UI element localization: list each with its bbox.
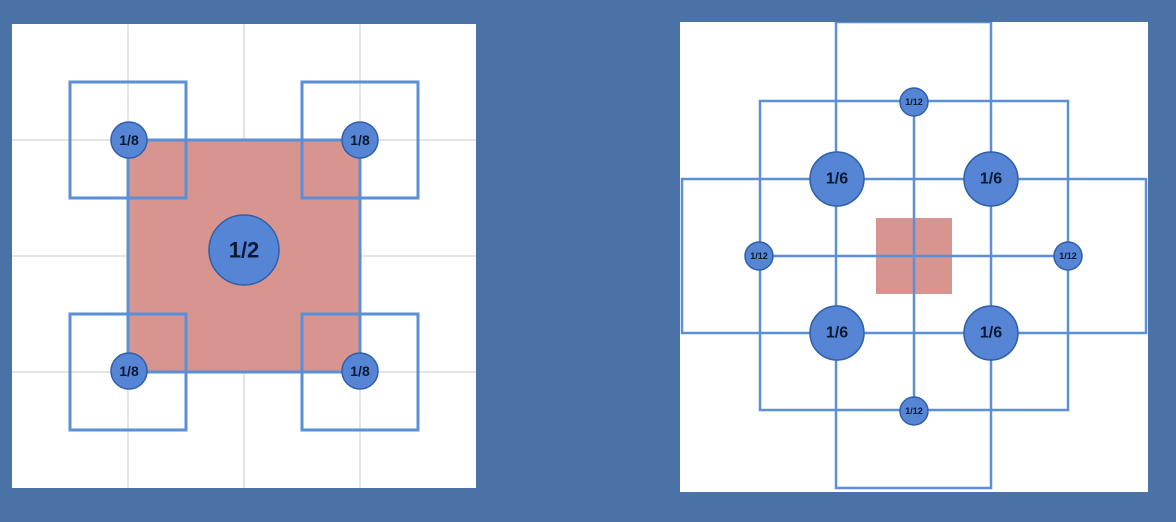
diagonal-weight-circle (963, 305, 1019, 361)
diagonal-weight-label: 1/6 (826, 325, 848, 342)
corner-square-top-left (68, 80, 188, 200)
corner-weight-label: 1/8 (119, 132, 139, 148)
corner-weight-label: 1/8 (350, 363, 370, 379)
corner-square-bottom-right (300, 312, 420, 432)
diagonal-weight-circle (809, 305, 865, 361)
right-diagram-canvas: 1/6 1/6 1/6 1/6 1/12 1/12 1/12 1/12 (680, 20, 1148, 492)
center-weight-label: 1/2 (229, 238, 260, 263)
edge-weight-label: 1/12 (905, 406, 923, 416)
left-sample-squares (68, 80, 420, 432)
diagonal-weight-circle (809, 151, 865, 207)
edge-weight-label: 1/12 (1059, 251, 1077, 261)
edge-weight-circle (744, 241, 774, 271)
diagonal-weight-label: 1/6 (826, 171, 848, 188)
corner-weight-circle (110, 121, 148, 159)
edge-weight-circle (899, 87, 929, 117)
left-diagram: 1/2 1/8 1/8 1/8 1/8 (12, 24, 476, 493)
edge-weight-label: 1/12 (750, 251, 768, 261)
edge-weight-label: 1/12 (905, 97, 923, 107)
center-square (126, 138, 362, 374)
corner-weight-label: 1/8 (350, 132, 370, 148)
corner-weight-circle (341, 121, 379, 159)
corner-weight-circle (110, 352, 148, 390)
edge-weight-circle (899, 396, 929, 426)
right-diagram: 1/6 1/6 1/6 1/6 1/12 1/12 1/12 1/12 (680, 20, 1148, 497)
corner-square-bottom-left (68, 312, 188, 432)
diagonal-weight-label: 1/6 (980, 325, 1002, 342)
edge-weight-circle (1053, 241, 1083, 271)
left-weights: 1/2 1/8 1/8 1/8 1/8 (110, 121, 379, 390)
left-diagram-canvas: 1/2 1/8 1/8 1/8 1/8 (12, 24, 476, 488)
diagonal-weight-label: 1/6 (980, 171, 1002, 188)
center-weight-circle (208, 214, 280, 286)
diagonal-weight-circle (963, 151, 1019, 207)
corner-weight-circle (341, 352, 379, 390)
corner-weight-label: 1/8 (119, 363, 139, 379)
corner-square-top-right (300, 80, 420, 200)
right-weights: 1/6 1/6 1/6 1/6 1/12 1/12 1/12 1/12 (744, 87, 1083, 426)
